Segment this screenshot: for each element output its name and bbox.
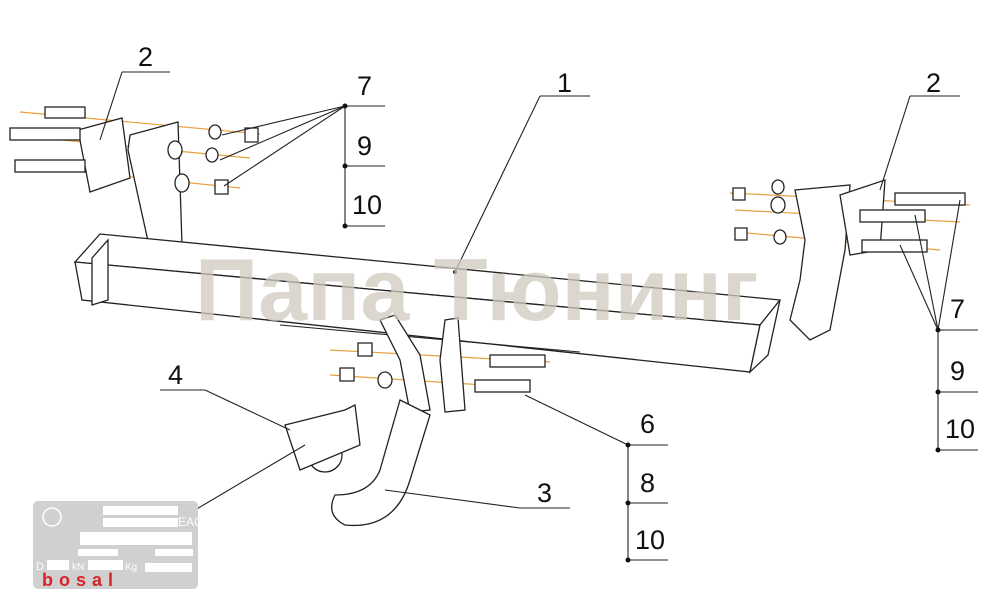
label-ball-neck: 3 <box>537 478 552 508</box>
label-10-right: 10 <box>945 414 975 444</box>
plate-d: D <box>36 561 44 573</box>
watermark: Папа Тюнинг <box>195 240 759 339</box>
ball-mount <box>284 314 546 527</box>
label-7-left: 7 <box>357 71 372 101</box>
label-10-mount: 10 <box>635 525 665 555</box>
label-8: 8 <box>640 468 655 498</box>
right-bracket <box>732 179 966 341</box>
bosal-logo: bosal <box>42 570 119 590</box>
label-9-left: 9 <box>357 131 372 161</box>
left-bracket <box>9 106 259 251</box>
tow-bar-beam <box>73 233 782 374</box>
label-bracket-left: 2 <box>138 42 153 72</box>
leader-lines <box>99 71 978 563</box>
label-tow-bar: 1 <box>557 68 572 98</box>
label-10-left: 10 <box>352 190 382 220</box>
plate-kn: kN <box>72 562 84 573</box>
plate-kg: Kg <box>125 562 137 573</box>
label-ball: 4 <box>168 360 183 390</box>
label-bracket-right: 2 <box>926 68 941 98</box>
label-6: 6 <box>640 409 655 439</box>
label-7-right: 7 <box>950 294 965 324</box>
plate-s: S <box>87 562 94 573</box>
label-9-right: 9 <box>950 356 965 386</box>
id-plate: EAC D kN S Kg bosal <box>33 501 203 590</box>
eac-mark: EAC <box>178 515 203 529</box>
